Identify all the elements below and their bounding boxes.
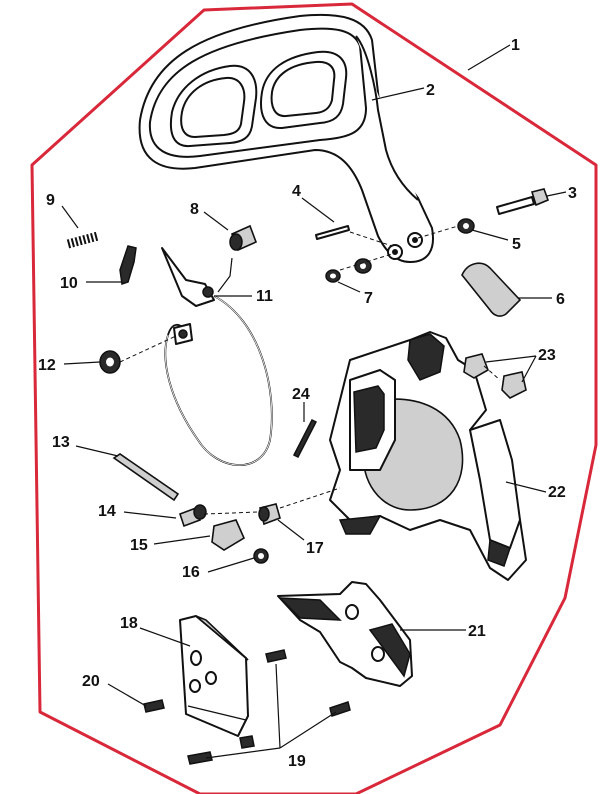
assembly-boundary — [30, 2, 598, 794]
label-12: 12 — [38, 357, 56, 374]
label-22: 22 — [548, 484, 566, 501]
label-2: 2 — [426, 82, 435, 99]
leader-19 — [205, 663, 337, 759]
leader-8 — [203, 211, 229, 231]
label-23: 23 — [538, 347, 556, 364]
leader-16 — [207, 557, 255, 573]
spring — [66, 231, 100, 249]
label-19: 19 — [288, 753, 306, 770]
label-14: 14 — [98, 503, 116, 520]
nuts-23 — [463, 353, 527, 399]
chain-guard-plate — [277, 581, 413, 687]
leader-17 — [277, 519, 305, 541]
label-9: 9 — [46, 192, 55, 209]
leader-12 — [63, 361, 101, 365]
label-5: 5 — [512, 236, 521, 253]
pin — [315, 225, 350, 240]
leader-3 — [546, 191, 567, 197]
leader-9 — [61, 205, 79, 229]
label-10: 10 — [60, 275, 78, 292]
nut — [325, 258, 372, 283]
lever — [119, 245, 137, 285]
leader-13 — [75, 445, 119, 457]
leader-22 — [505, 481, 547, 493]
sprocket-cover-housing — [329, 331, 527, 581]
leader-23 — [485, 355, 537, 383]
leader-4 — [301, 197, 335, 223]
label-6: 6 — [556, 291, 565, 308]
leader-5 — [471, 229, 509, 241]
label-24: 24 — [292, 386, 310, 403]
leader-7 — [337, 281, 361, 293]
label-15: 15 — [130, 537, 148, 554]
label-20: 20 — [82, 673, 100, 690]
nut-16 — [253, 548, 269, 564]
tensioner-block — [211, 519, 246, 551]
guide-plate — [179, 615, 249, 737]
cap — [461, 262, 522, 317]
label-18: 18 — [120, 615, 138, 632]
nut-12 — [99, 350, 121, 374]
leader-14 — [123, 511, 177, 519]
leader-20 — [107, 683, 147, 707]
label-4: 4 — [292, 183, 301, 200]
long-screw — [112, 453, 180, 502]
hand-guard — [138, 13, 434, 263]
leader-1 — [467, 44, 511, 71]
label-7: 7 — [364, 290, 373, 307]
label-8: 8 — [190, 201, 199, 218]
bushing — [229, 224, 258, 252]
label-13: 13 — [52, 434, 70, 451]
small-pin — [292, 418, 318, 459]
label-21: 21 — [468, 623, 486, 640]
bushing-17 — [258, 503, 281, 526]
label-17: 17 — [306, 540, 324, 557]
leader-15 — [153, 535, 211, 545]
label-11: 11 — [256, 288, 273, 305]
leader-2 — [371, 87, 425, 101]
label-16: 16 — [182, 564, 200, 581]
brake-band — [161, 247, 273, 466]
label-1: 1 — [511, 37, 520, 54]
screws-19 — [187, 649, 351, 765]
leader-18 — [139, 627, 191, 647]
screw-20 — [143, 699, 165, 713]
bolt — [496, 188, 550, 215]
label-3: 3 — [568, 185, 577, 202]
